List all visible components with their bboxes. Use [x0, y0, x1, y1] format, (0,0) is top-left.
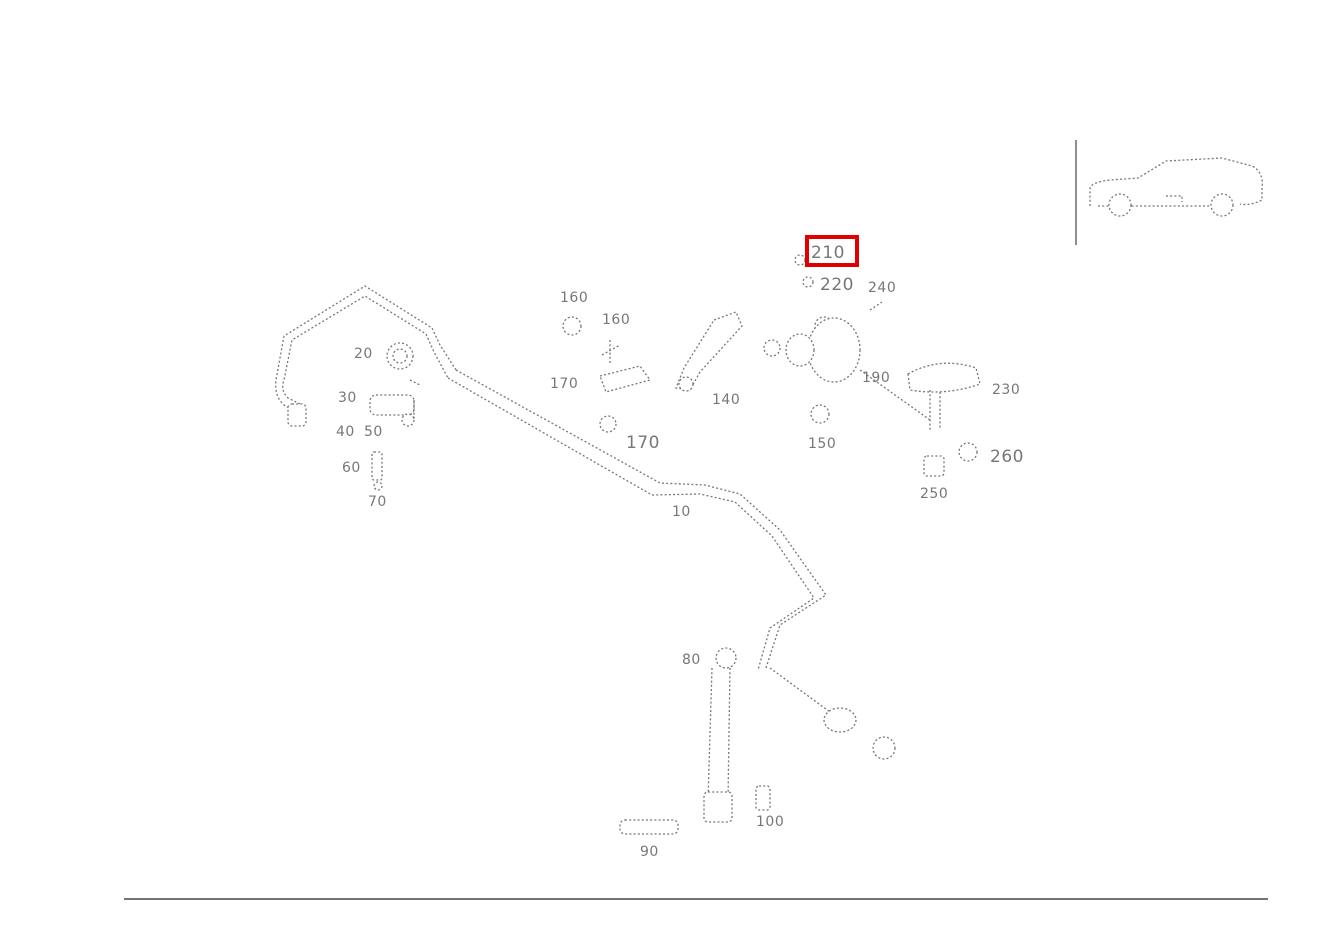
- part-label-30[interactable]: 30: [338, 390, 357, 406]
- part-label-150[interactable]: 150: [808, 436, 836, 452]
- part-label-80[interactable]: 80: [682, 652, 701, 668]
- part-label-250[interactable]: 250: [920, 486, 948, 502]
- part-label-170-bottom[interactable]: 170: [626, 433, 660, 453]
- part-label-260[interactable]: 260: [990, 447, 1024, 467]
- part-label-230[interactable]: 230: [992, 382, 1020, 398]
- vehicle-thumbnail-icon: [1089, 157, 1263, 217]
- left-mount-assembly: [369, 342, 421, 491]
- part-label-90[interactable]: 90: [640, 844, 659, 860]
- part-label-160-top[interactable]: 160: [560, 290, 588, 306]
- part-label-220[interactable]: 220: [820, 275, 854, 295]
- part-label-10[interactable]: 10: [672, 504, 691, 520]
- part-label-100[interactable]: 100: [756, 814, 784, 830]
- part-label-40[interactable]: 40: [336, 424, 355, 440]
- center-link-assembly: [562, 311, 743, 433]
- part-label-210[interactable]: 210: [811, 243, 845, 263]
- stabilizer-bar: [275, 285, 827, 671]
- part-label-190[interactable]: 190: [862, 370, 890, 386]
- highlight-box: [805, 235, 859, 267]
- part-label-20[interactable]: 20: [354, 346, 373, 362]
- part-label-160-bolt[interactable]: 160: [602, 312, 630, 328]
- part-label-60[interactable]: 60: [342, 460, 361, 476]
- part-label-50[interactable]: 50: [364, 424, 383, 440]
- right-link-assembly: [763, 254, 981, 477]
- part-label-140[interactable]: 140: [712, 392, 740, 408]
- lower-link-assembly: [619, 647, 896, 835]
- part-label-240[interactable]: 240: [868, 280, 896, 296]
- part-label-170-left[interactable]: 170: [550, 376, 578, 392]
- part-label-70[interactable]: 70: [368, 494, 387, 510]
